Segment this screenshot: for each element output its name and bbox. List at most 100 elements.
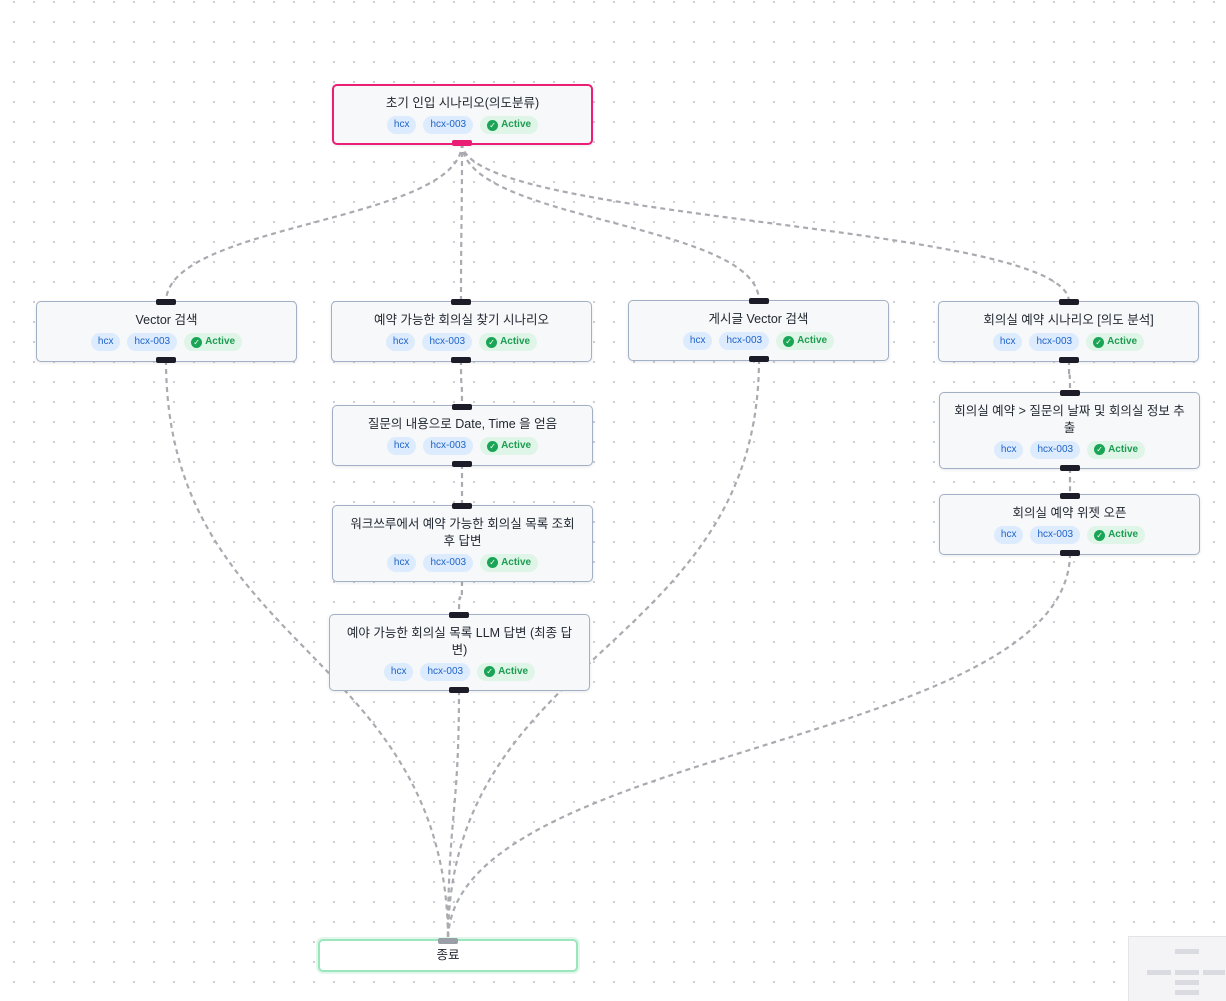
check-circle-icon: ✓: [487, 119, 499, 131]
check-circle-icon: ✓: [487, 557, 499, 568]
source-handle[interactable]: [451, 357, 471, 363]
provider-badge: hcx: [386, 437, 417, 455]
target-handle[interactable]: [749, 298, 769, 304]
node-badges: hcx hcx-003 ✓Active: [386, 437, 539, 455]
edge-intent-to-find_room[interactable]: [459, 142, 464, 303]
node-extract-info[interactable]: 회의실 예약 > 질문의 날짜 및 회의실 정보 추출 hcx hcx-003 …: [939, 392, 1200, 469]
edge-intent-to-board_vector[interactable]: [460, 142, 761, 302]
minimap-node: [1203, 970, 1225, 975]
target-handle[interactable]: [156, 299, 176, 305]
model-badge: hcx-003: [422, 333, 473, 351]
check-circle-icon: ✓: [1094, 529, 1106, 541]
target-handle[interactable]: [452, 503, 472, 509]
target-handle[interactable]: [1060, 390, 1080, 396]
model-badge: hcx-003: [423, 116, 474, 134]
status-badge: ✓Active: [184, 333, 243, 351]
source-handle[interactable]: [449, 687, 469, 693]
node-vector-search[interactable]: Vector 검색 hcx hcx-003 ✓Active: [36, 301, 297, 362]
status-badge: ✓Active: [776, 332, 835, 350]
status-badge: ✓Active: [477, 662, 536, 681]
provider-badge: hcx: [386, 116, 417, 134]
status-label: Active: [498, 665, 529, 677]
target-handle[interactable]: [1059, 299, 1079, 305]
status-label: Active: [205, 336, 236, 347]
status-label: Active: [1108, 529, 1139, 540]
status-label: Active: [501, 556, 532, 568]
model-badge: hcx-003: [423, 553, 474, 572]
target-handle[interactable]: [451, 299, 471, 305]
edge-intent-to-vector[interactable]: [164, 142, 464, 303]
provider-badge: hcx: [385, 333, 416, 351]
check-circle-icon: ✓: [487, 440, 499, 452]
node-list-rooms[interactable]: 워크쓰루에서 예약 가능한 회의실 목록 조회 후 답변 hcx hcx-003…: [332, 505, 593, 582]
node-title: 초기 인입 시나리오(의도분류): [385, 96, 540, 110]
check-circle-icon: ✓: [486, 336, 498, 348]
edge-widget_open-to-end[interactable]: [446, 552, 1072, 942]
status-label: Active: [797, 335, 828, 346]
node-title: 워크쓰루에서 예약 가능한 회의실 목록 조회 후 답변: [350, 516, 575, 548]
node-badges: hcx hcx-003 ✓Active: [682, 332, 835, 350]
node-badges: hcx hcx-003 ✓Active: [993, 440, 1146, 459]
edge-reserve_intent-to-extract_info[interactable]: [1067, 359, 1072, 394]
node-find-room-scenario[interactable]: 예약 가능한 회의실 찾기 시나리오 hcx hcx-003 ✓Active: [331, 301, 592, 362]
edge-final_answer-to-end[interactable]: [446, 689, 461, 942]
check-circle-icon: ✓: [484, 666, 496, 677]
node-title: 게시글 Vector 검색: [708, 312, 809, 326]
edge-intent-to-reserve_intent[interactable]: [460, 142, 1071, 303]
source-handle[interactable]: [1060, 465, 1080, 471]
model-badge: hcx-003: [1030, 440, 1081, 459]
model-badge: hcx-003: [1030, 526, 1081, 544]
target-handle[interactable]: [1060, 493, 1080, 499]
status-label: Active: [1107, 336, 1138, 347]
node-board-vector-search[interactable]: 게시글 Vector 검색 hcx hcx-003 ✓Active: [628, 300, 889, 361]
node-title: 종료: [436, 948, 460, 962]
status-label: Active: [1108, 443, 1139, 455]
model-badge: hcx-003: [1029, 333, 1080, 351]
check-circle-icon: ✓: [1093, 336, 1105, 348]
source-handle[interactable]: [749, 356, 769, 362]
status-badge: ✓Active: [480, 437, 539, 455]
target-handle[interactable]: [438, 938, 458, 944]
node-title: 회의실 예약 시나리오 [의도 분석]: [983, 313, 1154, 327]
node-final-answer[interactable]: 예야 가능한 회의실 목록 LLM 답변 (최종 답변) hcx hcx-003…: [329, 614, 590, 691]
provider-badge: hcx: [386, 553, 417, 572]
minimap-node: [1175, 980, 1199, 985]
edge-find_room-to-extract_datetime[interactable]: [459, 359, 464, 408]
minimap-node: [1147, 970, 1171, 975]
node-intent-classification[interactable]: 초기 인입 시나리오(의도분류) hcx hcx-003 ✓Active: [332, 84, 593, 145]
node-extract-datetime[interactable]: 질문의 내용으로 Date, Time 을 얻음 hcx hcx-003 ✓Ac…: [332, 405, 593, 466]
source-handle[interactable]: [1059, 357, 1079, 363]
target-handle[interactable]: [449, 612, 469, 618]
status-label: Active: [501, 440, 532, 451]
provider-badge: hcx: [993, 440, 1024, 459]
edge-list_rooms-to-final_answer[interactable]: [457, 580, 464, 616]
node-badges: hcx hcx-003 ✓Active: [90, 333, 243, 351]
check-circle-icon: ✓: [1094, 444, 1106, 455]
status-badge: ✓Active: [1086, 333, 1145, 351]
model-badge: hcx-003: [127, 333, 178, 351]
target-handle[interactable]: [452, 404, 472, 410]
status-badge: ✓Active: [479, 333, 538, 351]
source-handle[interactable]: [1060, 550, 1080, 556]
node-reserve-intent[interactable]: 회의실 예약 시나리오 [의도 분석] hcx hcx-003 ✓Active: [938, 301, 1199, 362]
source-handle[interactable]: [156, 357, 176, 363]
minimap-node: [1175, 990, 1199, 995]
node-title: 예야 가능한 회의실 목록 LLM 답변 (최종 답변): [346, 625, 573, 657]
status-badge: ✓Active: [480, 116, 539, 134]
source-handle[interactable]: [452, 140, 472, 146]
node-widget-open[interactable]: 회의실 예약 위젯 오픈 hcx hcx-003 ✓Active: [939, 494, 1200, 555]
node-badges: hcx hcx-003 ✓Active: [386, 553, 539, 572]
check-circle-icon: ✓: [783, 335, 795, 347]
source-handle[interactable]: [452, 461, 472, 467]
node-title: 회의실 예약 위젯 오픈: [1012, 506, 1127, 520]
provider-badge: hcx: [383, 662, 414, 681]
node-title: 회의실 예약 > 질문의 날짜 및 회의실 정보 추출: [954, 403, 1185, 435]
provider-badge: hcx: [992, 333, 1023, 351]
provider-badge: hcx: [993, 526, 1024, 544]
node-title: 질문의 내용으로 Date, Time 을 얻음: [367, 417, 558, 431]
model-badge: hcx-003: [423, 437, 474, 455]
node-title: Vector 검색: [135, 313, 198, 327]
status-label: Active: [500, 336, 531, 347]
minimap[interactable]: [1128, 936, 1226, 1001]
